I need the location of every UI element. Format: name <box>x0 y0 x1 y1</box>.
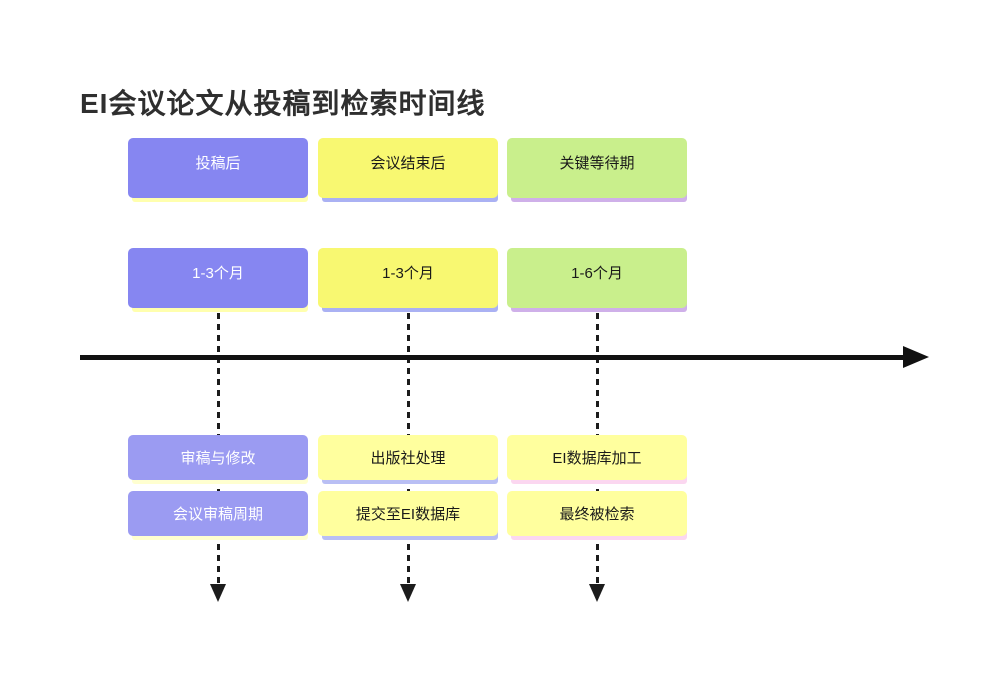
stage-box-review-cycle: 会议审稿周期 <box>128 491 308 536</box>
stage-box-ei-database-processing: EI数据库加工 <box>507 435 687 480</box>
timeline-axis <box>80 355 904 360</box>
phase-box-waiting-period: 关键等待期 <box>507 138 687 198</box>
phase-box-after-conference: 会议结束后 <box>318 138 498 198</box>
diagram-title: EI会议论文从投稿到检索时间线 <box>80 88 486 119</box>
down-arrowhead-icon-2 <box>400 584 416 602</box>
stage-box-finally-indexed: 最终被检索 <box>507 491 687 536</box>
phase-box-submission: 投稿后 <box>128 138 308 198</box>
down-arrowhead-icon-3 <box>589 584 605 602</box>
timeline-axis-arrowhead-icon <box>903 346 929 368</box>
duration-box-waiting-period: 1-6个月 <box>507 248 687 308</box>
stage-box-publisher-processing: 出版社处理 <box>318 435 498 480</box>
down-arrowhead-icon-1 <box>210 584 226 602</box>
duration-box-submission: 1-3个月 <box>128 248 308 308</box>
duration-box-after-conference: 1-3个月 <box>318 248 498 308</box>
stage-box-review-revision: 审稿与修改 <box>128 435 308 480</box>
stage-box-submit-to-ei: 提交至EI数据库 <box>318 491 498 536</box>
